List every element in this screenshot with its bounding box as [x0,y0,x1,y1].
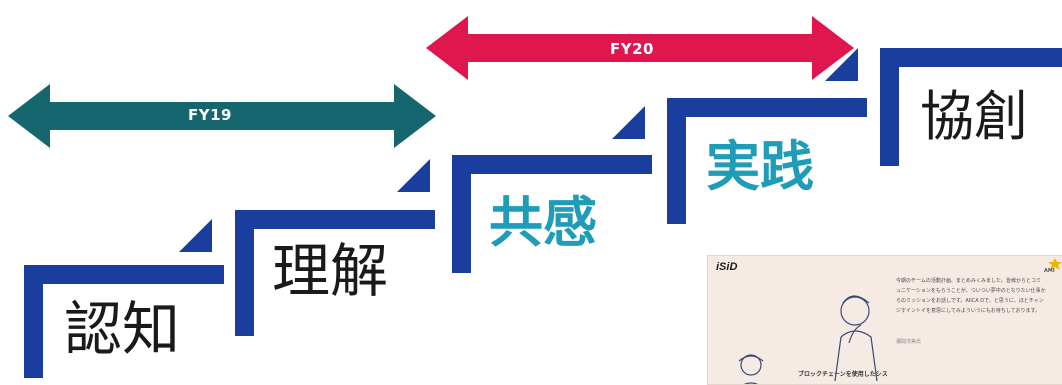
person-sketch-icon-2 [738,354,764,384]
step-corner-1 [179,219,212,252]
step-label-rikai: 理解 [272,237,389,305]
fy19-label: FY19 [188,106,232,124]
report-thumbnail: iSiD 今期のチームの活動計画、まとめみくみました。皆様からとコミュニケーショ… [707,255,1062,385]
fy20-label: FY20 [610,40,654,58]
step-corner-2 [397,159,430,192]
step-bracket-3 [452,155,652,273]
step-label-kyoso: 協創 [920,85,1028,148]
step-corner-4 [825,48,858,81]
badge-text: AMI [1044,268,1055,274]
step-label-jissen: 実践 [706,135,814,198]
step-bracket-4 [667,98,867,224]
fy20-arrow [426,16,854,80]
step-label-kyokan: 共感 [489,191,597,254]
step-corner-3 [612,106,645,139]
step-bracket-5 [880,48,1062,166]
company-logo: iSiD [716,261,738,273]
person-sketch-icon [834,295,878,382]
step-bracket-1 [24,265,224,378]
step-label-ninchi: 認知 [64,295,181,363]
fy19-arrow [8,84,436,148]
section-caption: ブロックチェーンを使用したシス [798,371,888,378]
author-name: 瀬間淳美氏 [896,339,922,345]
step-bracket-2 [235,210,435,336]
intro-paragraph: 今期のチームの活動計画、まとめみくみました。皆様からとコミュニケーションをもらう… [896,278,1046,314]
star-logo-icon [1048,258,1062,270]
